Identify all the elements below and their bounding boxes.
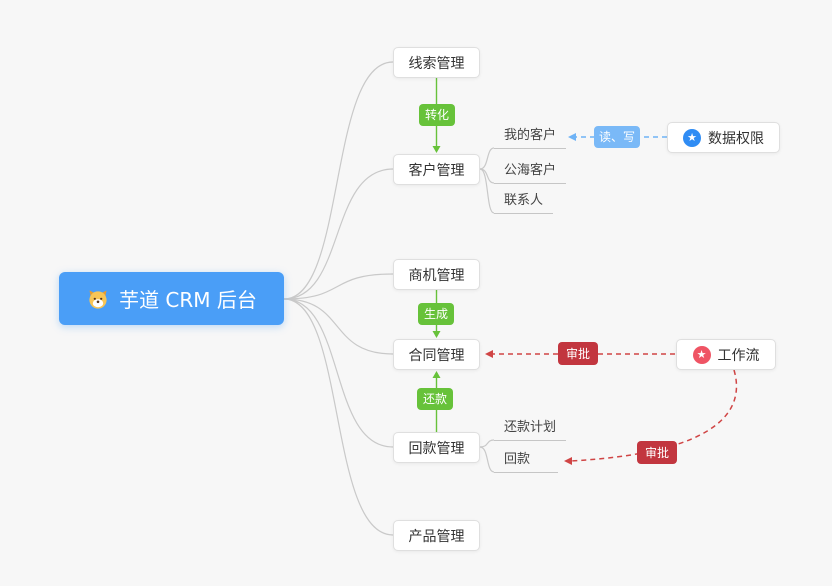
node-data-permission: ★ 数据权限 bbox=[667, 122, 780, 153]
edge-root-products bbox=[283, 298, 394, 536]
arrowhead-readwrite bbox=[568, 133, 576, 141]
node-contracts: 合同管理 bbox=[393, 339, 480, 370]
edge-customers-public bbox=[479, 168, 495, 184]
edge-root-receivables bbox=[283, 298, 394, 448]
edge-root-leads bbox=[283, 61, 394, 300]
edge-root-opportunities bbox=[283, 273, 394, 300]
workflow-star-icon: ★ bbox=[692, 345, 711, 364]
badge-convert: 转化 bbox=[419, 104, 455, 126]
edge-receivables-plan bbox=[479, 439, 495, 448]
node-receivables-label: 回款管理 bbox=[408, 440, 465, 457]
edge-root-customers bbox=[283, 168, 394, 300]
arrowhead-repay bbox=[432, 371, 441, 378]
badge-read-write: 读、写 bbox=[594, 126, 640, 148]
node-workflow: ★ 工作流 bbox=[676, 339, 776, 370]
subitem-public-customers: 公海客户 bbox=[494, 163, 567, 184]
node-products: 产品管理 bbox=[393, 520, 480, 551]
arrowhead-approve-contract bbox=[485, 350, 493, 358]
node-data-permission-label: 数据权限 bbox=[708, 130, 764, 147]
edge-root-contracts bbox=[283, 298, 394, 355]
arrowhead-convert bbox=[432, 146, 441, 153]
badge-repay: 还款 bbox=[417, 388, 453, 410]
node-customers-label: 客户管理 bbox=[408, 162, 465, 179]
badge-generate: 生成 bbox=[418, 303, 454, 325]
subitem-repayment-plan: 还款计划 bbox=[494, 420, 567, 441]
root-title: 芋道 CRM 后台 bbox=[119, 288, 257, 312]
badge-approve-contract: 审批 bbox=[558, 342, 598, 365]
badge-approve-receivable: 审批 bbox=[637, 441, 677, 464]
node-products-label: 产品管理 bbox=[408, 528, 465, 545]
node-leads-label: 线索管理 bbox=[408, 55, 465, 72]
data-permission-star-icon: ★ bbox=[683, 128, 701, 147]
node-opportunities: 商机管理 bbox=[393, 259, 480, 290]
arrowhead-generate bbox=[432, 331, 441, 338]
node-opportunities-label: 商机管理 bbox=[408, 267, 465, 284]
node-workflow-label: 工作流 bbox=[717, 347, 760, 364]
arrowhead-approve-receivable bbox=[564, 457, 572, 465]
node-root: 芋道 CRM 后台 bbox=[59, 272, 284, 325]
subitem-my-customers: 我的客户 bbox=[494, 128, 567, 149]
edge-customers-my bbox=[479, 147, 495, 170]
dog-icon bbox=[86, 287, 110, 311]
node-contracts-label: 合同管理 bbox=[408, 347, 465, 364]
node-receivables: 回款管理 bbox=[393, 432, 480, 463]
edge-customers-contacts bbox=[479, 168, 495, 214]
subitem-receivable: 回款 bbox=[494, 452, 558, 473]
node-leads: 线索管理 bbox=[393, 47, 480, 78]
node-customers: 客户管理 bbox=[393, 154, 480, 185]
subitem-contacts: 联系人 bbox=[494, 193, 554, 214]
edge-receivables-receivable bbox=[479, 446, 495, 473]
